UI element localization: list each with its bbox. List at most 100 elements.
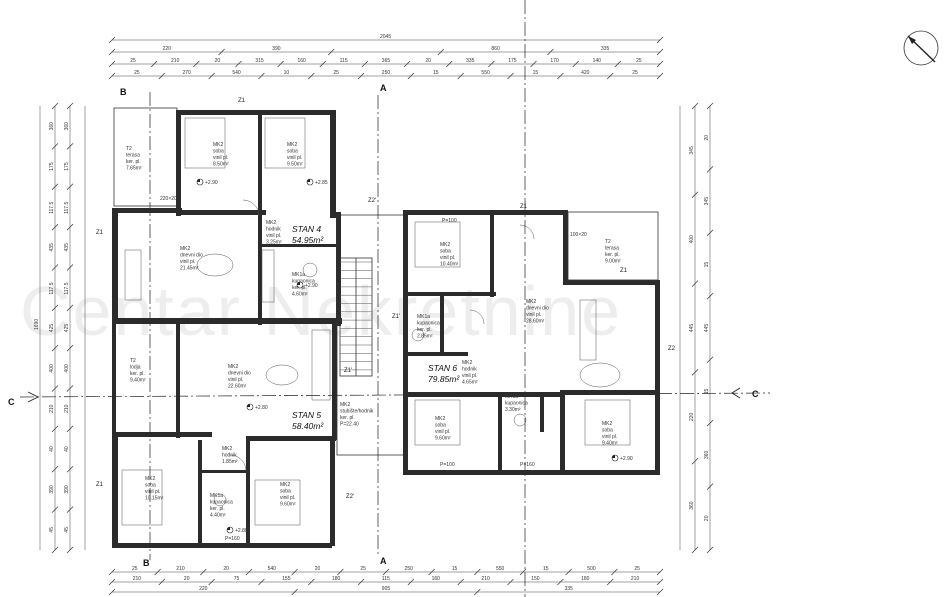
- left-dim-overall: 1690: [34, 319, 40, 330]
- room-label-line: MK2: [440, 242, 451, 248]
- room-label-line: MK1a: [210, 493, 223, 499]
- axis-c-left-label: C: [8, 397, 15, 407]
- bottom-dim-row1-7: 15: [452, 566, 458, 572]
- level-mark-text: +2.90: [205, 180, 218, 186]
- bottom-dim-row1-0: 25: [132, 566, 138, 572]
- level-mark-text: +2.85: [315, 180, 328, 186]
- left-dim-row1b-5: 425: [64, 324, 70, 333]
- top-dim-row2-4: 160: [297, 58, 306, 64]
- room-label-line: 4.60m²: [292, 292, 308, 298]
- bottom-dim-row2-4: 180: [332, 576, 341, 582]
- opening-mark-text: 100×20: [570, 232, 587, 238]
- bottom-dim-row2-5: 115: [382, 576, 390, 582]
- bottom-dim-row1-1: 210: [176, 566, 185, 572]
- unit-name: STAN 4: [292, 224, 321, 234]
- opening-mark-text: 220×20: [160, 196, 177, 202]
- top-dim-row1-3: 860: [491, 46, 500, 52]
- left-dim-row1b-8: 40: [64, 446, 70, 452]
- axis-b-top-label: B: [120, 87, 127, 97]
- top-dim-row2-2: 20: [215, 58, 221, 64]
- right-dim-row2-4: 15: [704, 388, 710, 394]
- right-dim-row2-5: 360: [704, 450, 710, 459]
- room-label-line: 3.30m²: [505, 407, 521, 413]
- top-dim-row3-9: 420: [581, 70, 590, 76]
- axis-b-bottom-label: B: [143, 558, 150, 568]
- room-label-line: stubište/hodnik: [340, 409, 374, 415]
- left-dim-row1b-4: 117.5: [64, 282, 70, 294]
- left-dim-row1-2: 117.5: [49, 202, 55, 214]
- room-label-line: 28.60m²: [526, 319, 545, 325]
- level-marks: +2.90+2.85+2.90+2.80+2.80+2.90220×20P=10…: [160, 178, 633, 542]
- room-label-line: soba: [280, 489, 291, 495]
- room-label-line: MK2: [180, 246, 191, 252]
- bottom-dim-row1-2: 20: [223, 566, 229, 572]
- room-label-line: 7.65m²: [126, 166, 142, 172]
- watermark-text: Centar Nekretnine: [20, 272, 622, 350]
- axis-a-top-label: A: [380, 83, 387, 93]
- unit-area: 58.40m²: [292, 421, 324, 431]
- bottom-dim-row1-5: 25: [360, 566, 366, 572]
- level-mark: +2.90: [611, 454, 633, 462]
- unit-label-stan-6: STAN 6 79.85m²: [428, 363, 460, 384]
- level-mark-text: +2.90: [305, 283, 318, 289]
- room-label-line: 22.60m²: [228, 384, 247, 390]
- room-label-line: terasa: [605, 246, 619, 252]
- top-dimension-lines: [108, 36, 664, 80]
- right-dimension-lines: [679, 102, 714, 554]
- room-label-line: vinil pl.: [526, 312, 541, 318]
- level-mark: +2.90: [296, 281, 318, 289]
- room-label-line: soba: [440, 249, 451, 255]
- room-label-line: 4.40m²: [210, 513, 226, 519]
- zone-label-z1-terrace: Z1: [620, 268, 628, 274]
- bottom-dim-row2-3: 155: [282, 576, 291, 582]
- top-dim-row2-0: 25: [130, 58, 136, 64]
- room-label-line: MK1a: [505, 394, 518, 400]
- left-dim-row1b-3: 435: [64, 243, 70, 252]
- unit-name: STAN 6: [428, 363, 457, 373]
- room-label-line: ker. pl.: [417, 327, 432, 333]
- top-dim-row3-2: 540: [232, 70, 241, 76]
- top-dim-row2-5: 115: [340, 58, 348, 64]
- bottom-dim-row1-3: 540: [268, 566, 277, 572]
- left-dim-row1-4: 117.5: [49, 282, 55, 294]
- top-dim-row1-1: 390: [272, 46, 281, 52]
- opening-mark-text: P=160: [225, 536, 240, 542]
- left-dim-row1-3: 435: [49, 243, 55, 252]
- top-dim-row2-10: 170: [550, 58, 559, 64]
- zone-label-z1-right: Z1: [520, 204, 528, 210]
- room-label-line: 9.40m²: [602, 441, 618, 447]
- room-label-line: kupaonica: [417, 321, 440, 327]
- room-label-line: MK2: [280, 482, 291, 488]
- top-dim-row3-7: 550: [481, 70, 490, 76]
- bottom-dimension-lines: [108, 568, 664, 596]
- room-label-line: hodnik: [462, 367, 477, 373]
- right-dim-row2-1: 345: [704, 197, 710, 206]
- top-dim-row3-6: 15: [433, 70, 439, 76]
- top-dim-row3-4: 25: [333, 70, 339, 76]
- room-label-line: vinil pl.: [213, 155, 228, 161]
- top-dim-row2-1: 210: [171, 58, 180, 64]
- staircase: [336, 214, 406, 456]
- zone-label-z1-left: Z1: [96, 230, 104, 236]
- top-dim-row3-0: 25: [134, 70, 140, 76]
- room-label-line: kupaonica: [292, 279, 315, 285]
- room-label-line: 10.40m²: [440, 262, 459, 268]
- left-dim-row1-5: 425: [49, 324, 55, 333]
- unit-label-stan-5: STAN 5 58.40m²: [292, 410, 324, 431]
- furniture: [121, 117, 631, 526]
- room-label-line: hodnik: [222, 453, 237, 459]
- room-label-line: vinil pl.: [145, 489, 160, 495]
- left-dim-row1-9: 390: [49, 485, 55, 494]
- room-label-line: 10.15m²: [145, 496, 164, 502]
- top-dim-row1-0: 220: [163, 46, 172, 52]
